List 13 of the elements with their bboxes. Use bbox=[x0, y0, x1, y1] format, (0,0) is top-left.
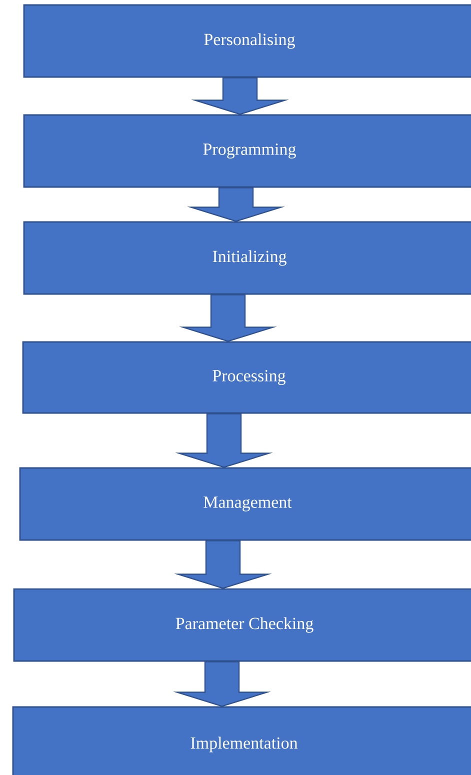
process-box: Implementation bbox=[12, 706, 471, 775]
block-arrow bbox=[179, 294, 277, 342]
block-arrow bbox=[187, 187, 285, 222]
process-box: Parameter Checking bbox=[13, 588, 471, 662]
block-arrow bbox=[174, 540, 272, 589]
block-arrow bbox=[173, 661, 271, 707]
process-box: Processing bbox=[22, 341, 471, 414]
process-box: Programming bbox=[23, 114, 471, 188]
process-box: Management bbox=[19, 467, 471, 541]
block-arrow bbox=[175, 413, 273, 468]
process-box: Initializing bbox=[23, 221, 471, 295]
process-box: Personalising bbox=[23, 4, 471, 78]
block-arrow bbox=[191, 77, 289, 115]
